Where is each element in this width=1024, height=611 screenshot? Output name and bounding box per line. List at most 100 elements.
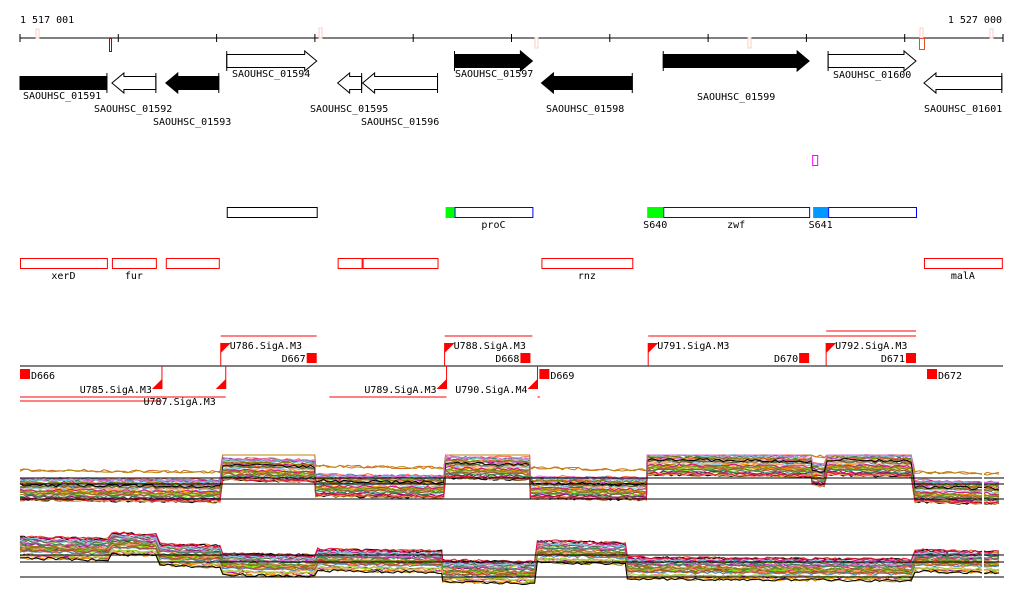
ruler-marker xyxy=(989,28,994,39)
terminator-label: D669 xyxy=(550,371,574,382)
gene-arrow-saouhsc_01600[interactable] xyxy=(827,49,917,73)
operon-box[interactable] xyxy=(362,258,439,269)
gene-label: SAOUHSC_01595 xyxy=(310,104,388,115)
operon-box[interactable] xyxy=(337,258,363,269)
expression-series xyxy=(19,463,1000,496)
expression-series xyxy=(19,468,1000,502)
terminator-label: D667 xyxy=(282,354,306,365)
gene-label: SAOUHSC_01596 xyxy=(361,117,439,128)
expression-series xyxy=(19,464,1000,498)
ruler-marker xyxy=(35,28,40,39)
expression-series xyxy=(19,541,1000,575)
gene-label: SAOUHSC_01592 xyxy=(94,104,172,115)
operon-box[interactable] xyxy=(20,258,108,269)
gene-arrow-saouhsc_01599[interactable] xyxy=(662,49,810,73)
operon-box[interactable] xyxy=(165,258,220,269)
gene-arrow-saouhsc_01592[interactable] xyxy=(111,71,157,95)
site-label: S640 xyxy=(643,220,667,231)
view-start-label: 1 517 001 xyxy=(20,15,74,26)
site-marker[interactable] xyxy=(445,207,455,218)
expression-series xyxy=(19,537,1000,570)
view-end-label: 1 527 000 xyxy=(948,15,1002,26)
operon-box[interactable] xyxy=(111,258,157,269)
gene-arrow-saouhsc_01598[interactable] xyxy=(540,71,633,95)
promoter-flag[interactable] xyxy=(436,379,447,389)
expression-track xyxy=(19,454,1004,586)
ruler-marker xyxy=(534,37,539,49)
promoter-label: U787.SigA.M3 xyxy=(144,397,216,408)
site-marker[interactable] xyxy=(813,207,829,218)
terminator-marker[interactable] xyxy=(539,369,550,379)
annotation-label: proC xyxy=(481,220,505,231)
gene-arrow-saouhsc_01594[interactable] xyxy=(226,49,318,73)
terminator-label: D672 xyxy=(938,371,962,382)
gene-arrow-saouhsc_01601[interactable] xyxy=(923,71,1003,95)
expression-series xyxy=(19,552,1000,585)
annotation-box[interactable] xyxy=(828,207,917,218)
gene-label: SAOUHSC_01597 xyxy=(455,69,533,80)
promoter-flag[interactable] xyxy=(826,343,837,353)
magenta-feature-marker[interactable] xyxy=(812,155,819,166)
gene-arrow-saouhsc_01596[interactable] xyxy=(361,71,439,95)
terminator-marker[interactable] xyxy=(905,353,916,363)
expression-series xyxy=(19,454,999,485)
operon-box[interactable] xyxy=(541,258,634,269)
operon-box[interactable] xyxy=(923,258,1003,269)
expression-series xyxy=(19,538,1000,571)
ruler-marker xyxy=(919,27,924,39)
site-label: S641 xyxy=(809,220,833,231)
promoter-label: U790.SigA.M4 xyxy=(455,385,527,396)
annotation-label: zwf xyxy=(727,220,745,231)
site-marker[interactable] xyxy=(647,207,664,218)
promoter-label: U785.SigA.M3 xyxy=(80,385,152,396)
expression-series xyxy=(19,458,1000,491)
gene-arrow-saouhsc_01595[interactable] xyxy=(336,71,363,95)
terminator-label: D666 xyxy=(31,371,55,382)
ruler-marker xyxy=(109,38,112,52)
expression-series xyxy=(19,531,1000,564)
promoter-flag[interactable] xyxy=(215,379,226,389)
gene-label: SAOUHSC_01591 xyxy=(23,91,101,102)
terminator-label: D671 xyxy=(881,354,905,365)
gene-arrow-saouhsc_01591[interactable] xyxy=(19,76,108,90)
expression-series xyxy=(19,536,1000,568)
annotation-box[interactable] xyxy=(454,207,534,218)
annotation-track: proC zwf S640 S641 xerD fur rnz malA xyxy=(20,155,1003,282)
operon-label: xerD xyxy=(51,271,75,282)
coordinate-ruler xyxy=(19,27,1004,52)
ruler-marker xyxy=(318,27,323,39)
annotation-box[interactable] xyxy=(226,207,318,218)
gene-label: SAOUHSC_01594 xyxy=(232,69,310,80)
expression-panel-forward-strand xyxy=(19,454,1004,506)
ruler-marker xyxy=(747,37,752,49)
terminator-marker[interactable] xyxy=(20,369,30,379)
gene-label: SAOUHSC_01600 xyxy=(833,70,911,81)
gene-label: SAOUHSC_01598 xyxy=(546,104,624,115)
terminator-marker[interactable] xyxy=(799,353,810,363)
terminator-marker[interactable] xyxy=(520,353,531,363)
gene-label: SAOUHSC_01593 xyxy=(153,117,231,128)
promoter-flag[interactable] xyxy=(220,343,231,353)
operon-label: fur xyxy=(125,271,143,282)
gene-arrow-saouhsc_01593[interactable] xyxy=(165,71,220,95)
expression-series xyxy=(19,552,1000,586)
gene-label: SAOUHSC_01599 xyxy=(697,92,775,103)
promoter-label: U788.SigA.M3 xyxy=(454,341,526,352)
terminator-marker[interactable] xyxy=(927,369,938,379)
promoter-label: U792.SigA.M3 xyxy=(835,341,907,352)
operon-label: malA xyxy=(951,271,975,282)
promoter-flag[interactable] xyxy=(444,343,455,353)
terminator-marker[interactable] xyxy=(306,353,317,363)
operon-label: rnz xyxy=(578,271,596,282)
annotation-box[interactable] xyxy=(663,207,811,218)
promoter-flag[interactable] xyxy=(151,379,162,389)
expression-panel-reverse-strand xyxy=(19,531,1004,586)
promoter-flag[interactable] xyxy=(527,379,538,389)
promoter-label: U789.SigA.M3 xyxy=(364,385,436,396)
promoter-flag[interactable] xyxy=(648,343,659,353)
terminator-label: D670 xyxy=(774,354,798,365)
gene-arrow-saouhsc_01597[interactable] xyxy=(454,49,534,73)
